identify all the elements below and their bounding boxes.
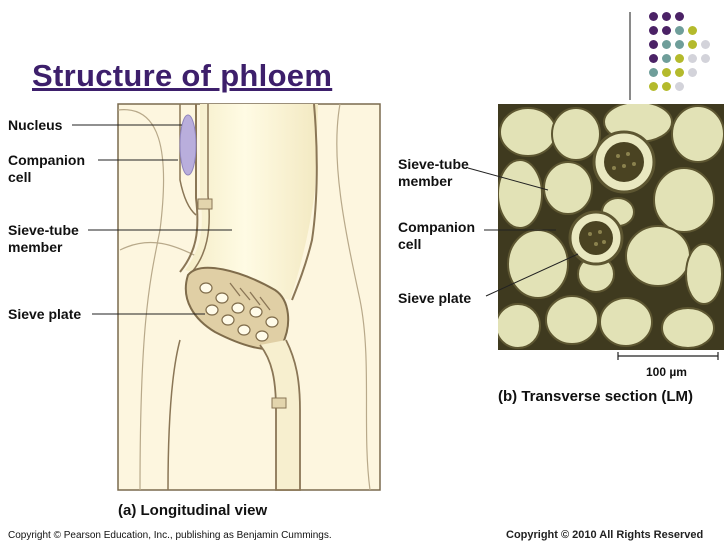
decor-dot [701,54,710,63]
label-b-companion-cell: Companion cell [398,219,475,252]
sieve-pores [199,282,279,342]
decor-dot [662,54,671,63]
decor-dot [675,12,684,21]
label-b-sieve-plate: Sieve plate [398,290,472,306]
label-b-sieve-tube-member: Sieve-tube member [398,156,469,189]
decor-dot [662,82,671,91]
decor-dot [649,82,658,91]
label-sieve-tube-member: Sieve-tube member [8,222,79,255]
decor-dot [688,40,697,49]
label-companion-cell: Companion cell [8,152,85,185]
decor-dot [675,82,684,91]
decor-dot [701,40,710,49]
decor-dot [649,54,658,63]
decor-dot [662,26,671,35]
decor-dot [649,12,658,21]
decor-dot [649,26,658,35]
micrograph-pores [588,152,636,246]
copyright-notice: Copyright © 2010 All Rights Reserved [506,529,704,541]
caption-longitudinal-view: (a) Longitudinal view [118,502,268,519]
decor-dot [649,40,658,49]
caption-transverse-section: (b) Transverse section (LM) [498,388,694,405]
decor-dot [675,68,684,77]
decor-dot [688,68,697,77]
transverse-section-micrograph [498,104,724,350]
decor-dot [662,12,671,21]
copyright-publisher: Copyright © Pearson Education, Inc., pub… [8,530,332,541]
page-title: Structure of phloem [32,58,333,93]
label-sieve-plate: Sieve plate [8,306,82,322]
decor-dot [688,26,697,35]
longitudinal-view-illustration [72,103,381,491]
decor-divider [629,12,631,100]
micrograph-sieve-plate-1 [604,142,644,182]
decor-dot [649,68,658,77]
micrograph-sieve-plate-2 [579,221,613,255]
scale-bar-label: 100 µm [646,365,687,379]
decor-dot [675,54,684,63]
decor-dot [688,54,697,63]
label-nucleus: Nucleus [8,117,63,133]
decor-dot [675,40,684,49]
decor-dot [662,40,671,49]
label-leader-lines [72,124,232,315]
decor-dot [675,26,684,35]
nucleus-shape [179,114,197,176]
decor-dot [662,68,671,77]
